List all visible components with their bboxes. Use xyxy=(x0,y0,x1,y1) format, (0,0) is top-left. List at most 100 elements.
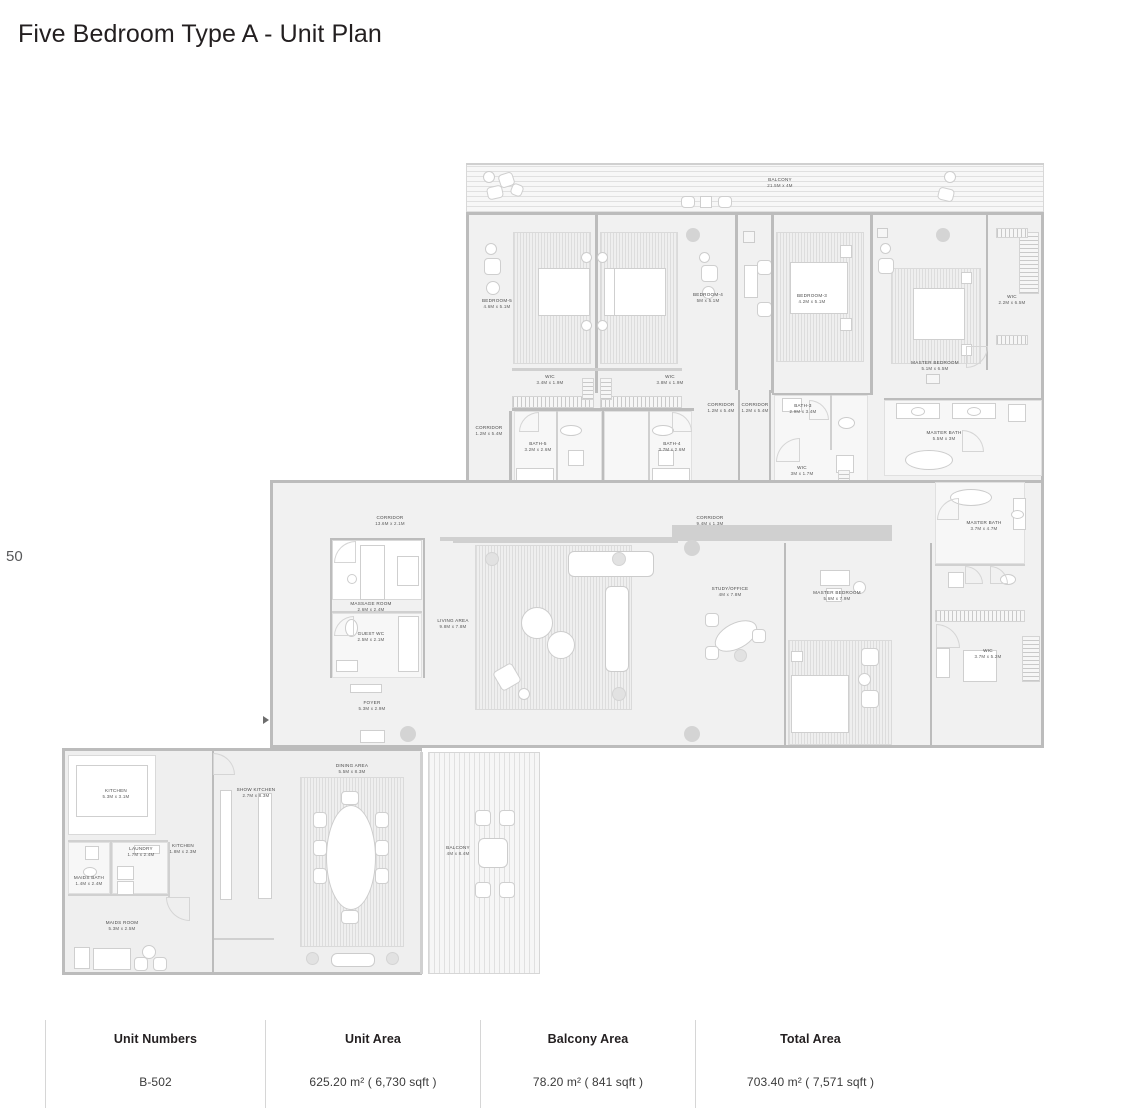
structural-column xyxy=(684,726,700,742)
kitchen-island xyxy=(76,765,148,817)
sideboard xyxy=(331,953,375,967)
shower-tray xyxy=(85,846,99,860)
nightstand xyxy=(74,947,90,969)
bedroom-4-side-chair xyxy=(699,252,710,263)
wic-divider-shelving xyxy=(582,378,594,400)
dining-table xyxy=(326,805,376,910)
sink-basin xyxy=(911,407,925,416)
room-label-bedroom-4: BEDROOM-4 5M x 5.1M xyxy=(692,292,724,303)
wall-segment xyxy=(772,393,872,395)
shower-tray xyxy=(568,450,584,466)
bathtub xyxy=(950,489,992,506)
bedroom-5-armchair xyxy=(484,258,501,275)
massage-table xyxy=(360,545,385,600)
wall-segment xyxy=(270,745,1044,748)
bedroom-4-armchair xyxy=(701,265,718,282)
room-label-maids-bath: MAIDS BATH 1.4M x 2.4M xyxy=(73,875,105,886)
room-label-corridor-left: CORRIDOR 1.2M x 5.4M xyxy=(475,425,503,436)
toilet xyxy=(838,417,855,429)
room-label-living-area: LIVING AREA 9.8M x 7.8M xyxy=(437,618,469,629)
balcony-lower-deck xyxy=(428,752,540,974)
bedroom-5-side-chair xyxy=(485,243,497,255)
wall-segment xyxy=(771,215,774,393)
shower-tray xyxy=(948,572,964,588)
nightstand-lamp xyxy=(581,320,592,331)
counter xyxy=(134,845,160,854)
office-chair xyxy=(705,613,719,627)
room-label-wic-bath3: WIC 3M x 1.7M xyxy=(790,465,814,476)
wic-master-lower-shelving xyxy=(1022,636,1040,682)
wall-segment xyxy=(332,611,422,613)
room-label-maids-room: MAIDS ROOM 5.3M x 2.5M xyxy=(105,920,139,931)
room-label-balcony-lower: BALCONY 4M x 8.4M xyxy=(446,845,470,856)
room-label-massage-room: MASSAGE ROOM 2.6M x 2.4M xyxy=(350,601,392,612)
wall-segment xyxy=(466,212,1044,215)
spec-value: B-502 xyxy=(139,1075,172,1089)
office-chair xyxy=(705,646,719,660)
floor-lamp xyxy=(485,552,499,566)
room-label-wic-master-lower: WIC 3.7M x 5.2M xyxy=(974,648,1002,659)
wic-bed4-shelving xyxy=(600,396,682,408)
nightstand-lamp xyxy=(597,320,608,331)
dining-chair xyxy=(375,812,389,828)
bedroom-4-side-table xyxy=(702,286,715,299)
living-sofa xyxy=(605,586,629,672)
spec-header: Balcony Area xyxy=(547,1032,629,1046)
armchair xyxy=(878,258,894,274)
wall-segment xyxy=(330,538,425,540)
wall-segment xyxy=(735,215,738,390)
wic-master-upper-shelving xyxy=(996,335,1028,345)
nightstand xyxy=(961,272,972,284)
wall-segment xyxy=(1041,212,1044,517)
side-chair xyxy=(757,302,772,317)
balcony-chair xyxy=(475,810,491,826)
bedroom-4-wardrobe xyxy=(744,265,758,298)
nightstand-lamp xyxy=(597,252,608,263)
master-bed-upper xyxy=(913,288,965,340)
stool xyxy=(347,574,357,584)
room-label-bath-3: BATH-3 2.9M x 3.4M xyxy=(789,403,817,414)
glazing-mullion xyxy=(420,752,423,974)
wall-segment xyxy=(648,411,650,487)
wic-master-lower-shelving xyxy=(935,610,1025,622)
nightstand-lamp xyxy=(581,252,592,263)
room-label-master-bedroom-lower: MASTER BEDROOM 5.6M x 7.9M xyxy=(813,590,861,601)
bedroom-5-side-table xyxy=(486,281,500,295)
console-unit xyxy=(360,730,385,743)
washer xyxy=(117,866,134,880)
wall-segment xyxy=(110,842,112,894)
wall-panel xyxy=(877,228,888,238)
maids-bed xyxy=(93,948,131,970)
wall-segment xyxy=(214,938,274,940)
wall-segment xyxy=(870,215,873,395)
bathtub xyxy=(652,425,674,436)
dining-chair xyxy=(313,868,327,884)
coffee-table xyxy=(521,607,553,639)
room-label-bath-5: BATH-5 3.2M x 2.6M xyxy=(524,441,552,452)
bedroom-3-bed xyxy=(790,262,848,314)
wall-segment xyxy=(884,398,1044,400)
spec-value: 78.20 m² ( 841 sqft ) xyxy=(532,1075,644,1089)
spec-column-total-area: Total Area 703.40 m² ( 7,571 sqft ) xyxy=(695,1020,925,1108)
room-label-bedroom-3: BEDROOM-3 4.2M x 5.1M xyxy=(796,293,828,304)
bedroom-4-headboard xyxy=(604,268,615,316)
wall-segment xyxy=(595,215,598,393)
balcony-furniture xyxy=(718,196,732,208)
wall-segment xyxy=(466,212,469,517)
floor-plan-drawing: BALCONY 21.5M x 4M BEDROOM-5 4.6M x 5.1M… xyxy=(62,163,1044,975)
wall-segment xyxy=(769,390,771,498)
toilet xyxy=(83,867,97,877)
balcony-chair xyxy=(475,882,491,898)
wall-segment xyxy=(930,543,932,748)
balcony-table xyxy=(700,196,712,208)
room-label-foyer: FOYER 5.3M x 2.9M xyxy=(358,700,386,711)
armchair xyxy=(861,648,879,666)
room-label-balcony-main: BALCONY 21.5M x 4M xyxy=(767,177,793,188)
wic-master-upper-shelving xyxy=(1019,232,1039,294)
balcony-furniture xyxy=(681,196,695,208)
sink-basin xyxy=(1011,510,1024,519)
wall-segment xyxy=(330,538,332,678)
corridor-wall xyxy=(672,525,892,537)
shower-tray xyxy=(658,450,674,466)
vanity-sink xyxy=(336,660,358,672)
